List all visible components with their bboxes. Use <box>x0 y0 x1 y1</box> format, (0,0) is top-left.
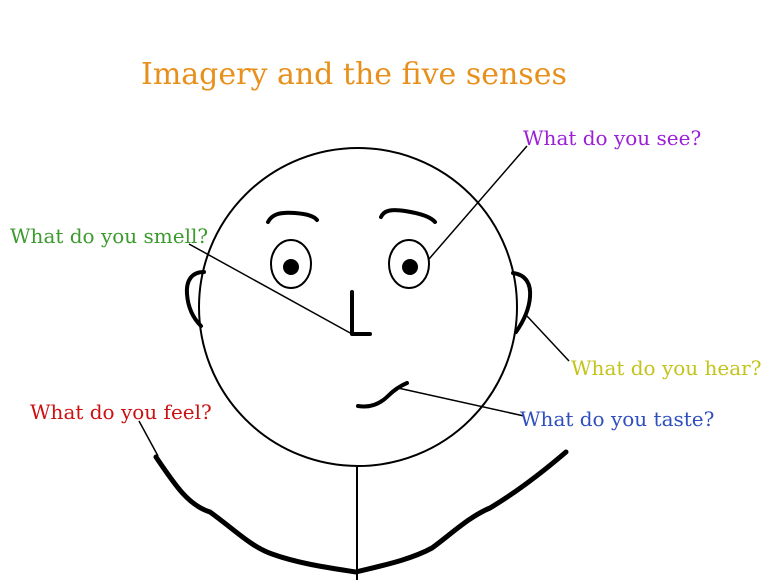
mouth <box>356 381 409 409</box>
right-eyebrow <box>379 208 437 224</box>
left-pupil <box>283 259 299 275</box>
head-circle <box>198 147 518 467</box>
shoulders <box>153 449 569 575</box>
see-pointer <box>428 145 528 260</box>
right-pupil <box>402 259 418 275</box>
right-ear <box>511 271 533 334</box>
left-ear <box>184 270 206 328</box>
left-eye <box>270 239 312 289</box>
feel-pointer <box>138 420 159 457</box>
smell-pointer <box>188 243 353 335</box>
left-eyebrow <box>266 210 319 224</box>
smell-label: What do you smell? <box>10 224 209 248</box>
right-eye <box>388 239 430 289</box>
hear-label: What do you hear? <box>571 356 762 380</box>
feel-label: What do you feel? <box>30 400 212 424</box>
page-title: Imagery and the five senses <box>141 57 567 92</box>
nose <box>350 290 372 336</box>
hear-pointer <box>526 315 570 362</box>
see-label: What do you see? <box>523 126 702 150</box>
taste-pointer <box>397 387 525 417</box>
taste-label: What do you taste? <box>520 407 715 431</box>
